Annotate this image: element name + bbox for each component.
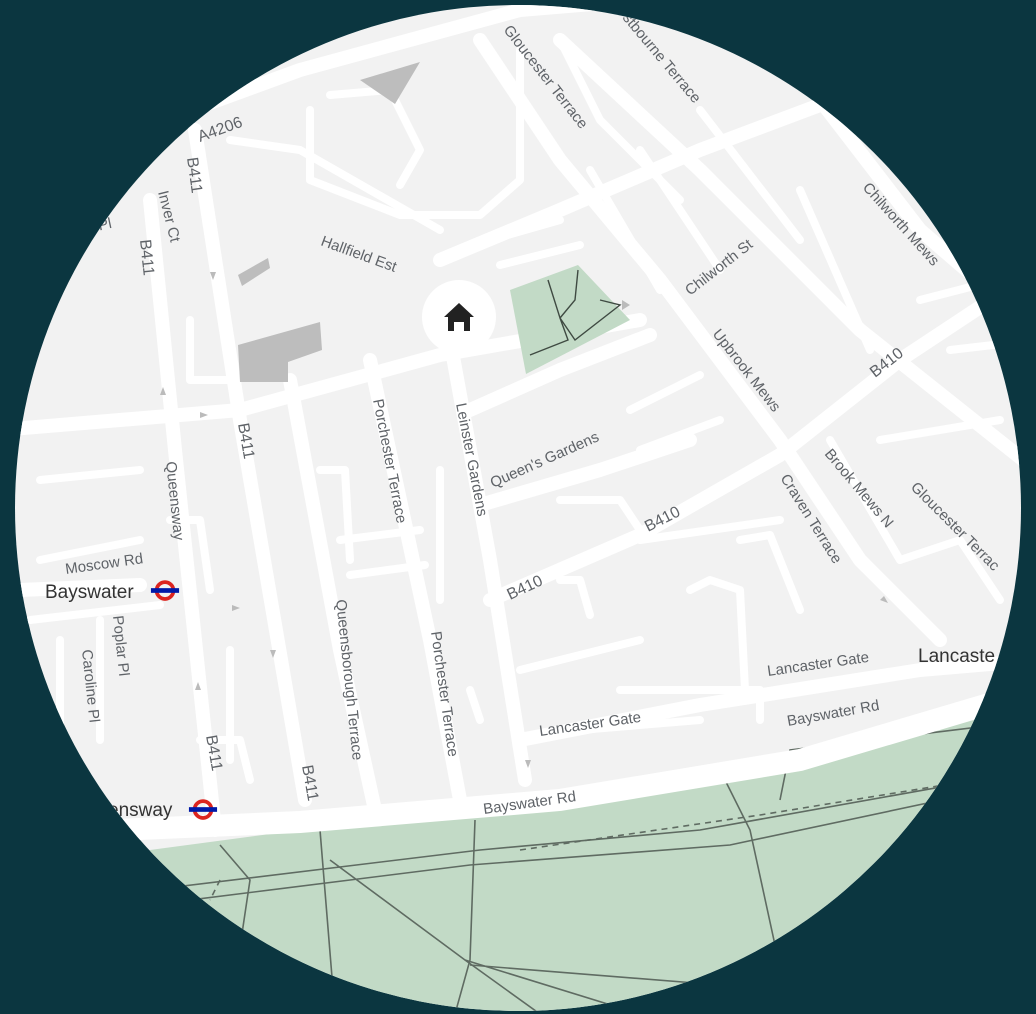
garden-square — [510, 265, 630, 374]
one-way-arrows — [160, 272, 888, 768]
queensway-station-label: ensway — [108, 800, 173, 821]
home-icon — [444, 303, 474, 331]
label-b411-c: B411 — [234, 422, 257, 461]
poi-labels: Lancaste Bayswater ensway — [45, 580, 995, 821]
bayswater-station-label: Bayswater — [45, 582, 134, 603]
major-roads — [15, 5, 1021, 837]
home-marker[interactable] — [422, 280, 496, 354]
label-b411-b: B411 — [136, 239, 157, 277]
buildings — [238, 62, 420, 382]
label-b411-d: B411 — [202, 734, 225, 773]
lancaster-gate-poi-label: Lancaste — [918, 646, 995, 667]
label-poplar-pl: Poplar Pl — [109, 615, 132, 677]
label-b411-e: B411 — [298, 764, 321, 803]
bayswater-road — [15, 679, 1021, 846]
label-b411-a: B411 — [183, 156, 205, 194]
